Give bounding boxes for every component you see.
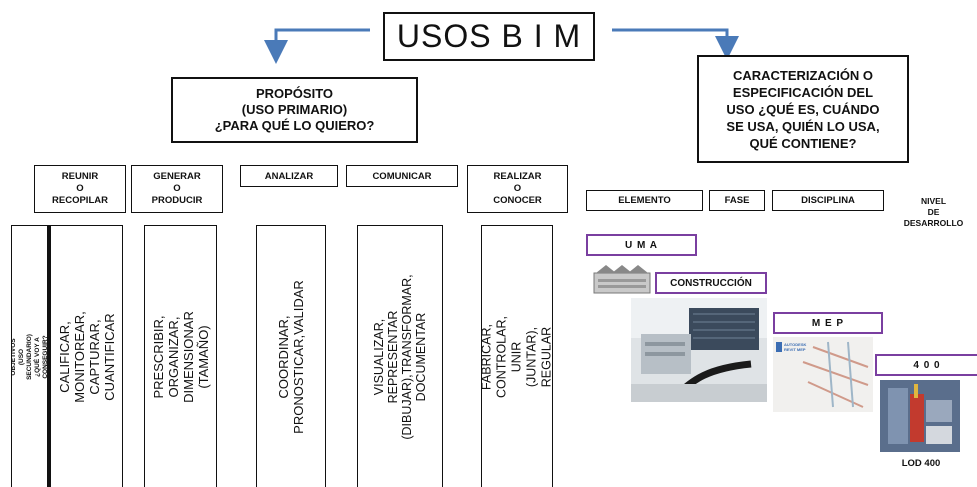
arrow-right (612, 28, 739, 60)
category-analizar: ANALIZAR (240, 165, 338, 187)
proposito-box: PROPÓSITO (USO PRIMARIO) ¿PARA QUÉ LO QU… (171, 77, 418, 143)
spec-header-elemento: ELEMENTO (586, 190, 703, 211)
category-generar: GENERAR O PRODUCIR (131, 165, 223, 213)
proposito-text: PROPÓSITO (USO PRIMARIO) ¿PARA QUÉ LO QU… (214, 86, 375, 133)
lod-caption: LOD 400 (901, 458, 941, 469)
category-realizar: REALIZAR O CONOCER (467, 165, 568, 213)
chiller-image (592, 265, 652, 297)
secondary-realizar: FABRICAR, CONTROLAR, UNIR (JUNTAR), REGU… (481, 225, 553, 487)
spec-value-construccion: CONSTRUCCIÓN (655, 272, 767, 294)
spec-value-nivel: 4 0 0 (875, 354, 977, 376)
caracterizacion-text: CARACTERIZACIÓN O ESPECIFICACIÓN DEL USO… (726, 67, 880, 151)
category-reunir: REUNIR O RECOPILAR (34, 165, 126, 213)
secondary-analizar: COORDINAR, PRONOSTICAR,VALIDAR (256, 225, 326, 487)
secondary-comunicar: VISUALIZAR, REPRESENTAR (DIBUJAR),TRANSF… (357, 225, 443, 487)
revit-mep-render: AUTODESK REVIT MEP (773, 337, 873, 412)
lod-render (880, 380, 960, 452)
objetivos-text: OBJETIVOS (USO SECUNDARIO) ¿QUÉ VOY A CO… (11, 333, 49, 380)
secondary-reunir: CALIFICAR, MONITOREAR, CAPTURAR, CUANTIF… (50, 225, 123, 487)
revit-logo-label: AUTODESK REVIT MEP (784, 342, 807, 352)
caracterizacion-box: CARACTERIZACIÓN O ESPECIFICACIÓN DEL USO… (697, 55, 909, 163)
secondary-generar: PRESCRIBIR, ORGANIZAR, DIMENSIONAR (TAMA… (144, 225, 217, 487)
arrow-left (264, 28, 370, 64)
title-box: USOS B I M (383, 12, 595, 61)
construction-photo (631, 298, 767, 402)
spec-header-fase: FASE (709, 190, 765, 211)
spec-value-uma: U M A (586, 234, 697, 256)
category-comunicar: COMUNICAR (346, 165, 458, 187)
spec-value-mep: M E P (773, 312, 883, 334)
page-title: USOS B I M (396, 18, 582, 54)
spec-header-disciplina: DISCIPLINA (772, 190, 884, 211)
objetivos-box: OBJETIVOS (USO SECUNDARIO) ¿QUÉ VOY A CO… (11, 225, 50, 487)
spec-header-nivel: NIVEL DE DESARROLLO (890, 190, 977, 235)
